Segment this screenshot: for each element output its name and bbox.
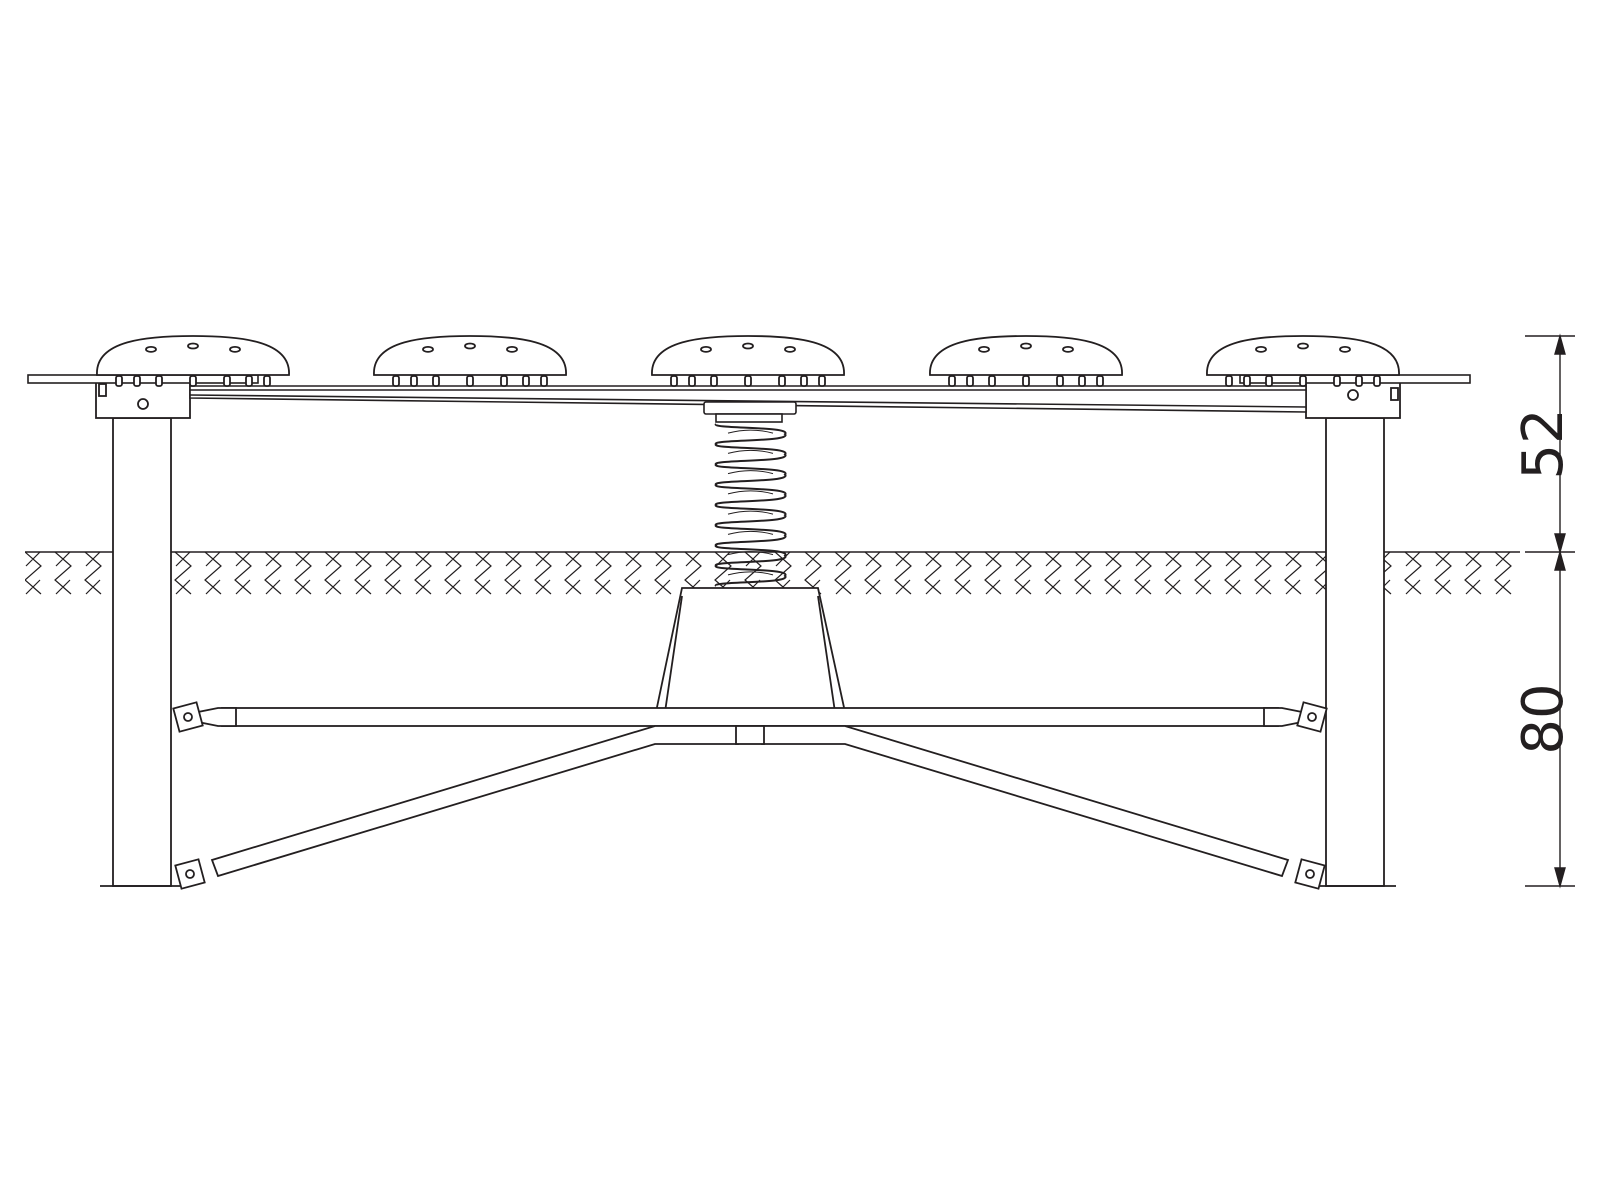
- dimension-below-ground: 80: [1511, 683, 1576, 754]
- spring-foundation: [654, 587, 847, 713]
- dimension-lines: [1525, 333, 1575, 889]
- seat-pads: [96, 335, 1400, 387]
- seat-pad: [651, 335, 845, 387]
- spring-coil: [714, 423, 787, 587]
- seat-pad: [1206, 335, 1400, 387]
- dimension-above-ground: 52: [1511, 408, 1576, 479]
- seat-pad: [929, 335, 1123, 387]
- seat-pad: [96, 335, 290, 387]
- spring-mount: [703, 401, 797, 423]
- left-post: [95, 376, 191, 887]
- right-post: [1305, 376, 1401, 887]
- underground-frame: [172, 701, 1328, 890]
- seat-pad: [373, 335, 567, 387]
